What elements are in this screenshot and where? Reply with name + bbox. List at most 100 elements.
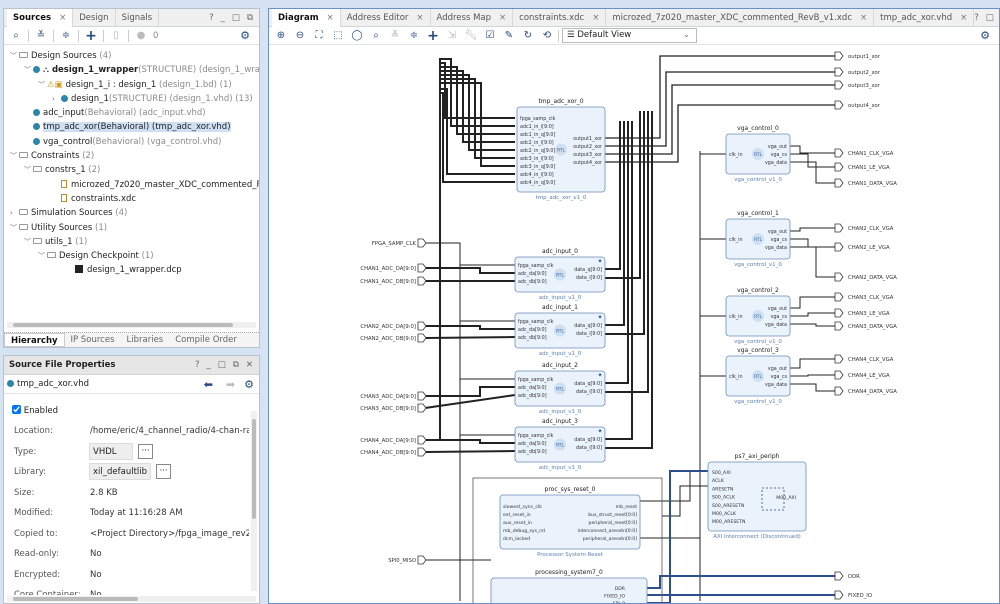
chevron-right-icon[interactable]: › xyxy=(10,209,13,218)
output-port-icon[interactable] xyxy=(834,162,844,172)
horizontal-scrollbar[interactable] xyxy=(7,596,256,602)
output-port-icon[interactable] xyxy=(834,354,844,364)
vertical-scrollbar[interactable] xyxy=(251,411,257,591)
close-icon[interactable]: × xyxy=(59,12,67,23)
regenerate-layout-icon[interactable]: ⟲ xyxy=(542,29,552,41)
input-port-icon[interactable] xyxy=(417,435,427,445)
gear-icon[interactable]: ⚙ xyxy=(980,28,990,42)
tab-hierarchy[interactable]: Hierarchy xyxy=(4,333,65,347)
horizontal-scrollbar[interactable] xyxy=(7,322,256,328)
input-port-icon[interactable] xyxy=(417,391,427,401)
forward-arrow-icon[interactable]: ➡ xyxy=(225,378,235,391)
input-port-icon[interactable] xyxy=(417,321,427,331)
output-port-icon[interactable] xyxy=(834,370,844,380)
tree-item[interactable]: ›Simulation Sources (4) xyxy=(4,206,259,220)
tree-item[interactable]: ﹀⚠▣design_1_i : design_1 (design_1.bd) (… xyxy=(4,78,259,92)
tree-item[interactable]: vga_control(Behavioral) (vga_control.vhd… xyxy=(4,135,259,149)
tree-item[interactable]: ﹀Design Sources (4) xyxy=(4,49,259,63)
processing-system-block[interactable] xyxy=(490,577,648,603)
help-icon[interactable]: ? xyxy=(209,12,214,23)
browse-button[interactable]: ··· xyxy=(138,443,153,459)
minimize-icon[interactable]: _ xyxy=(206,360,211,370)
tree-item[interactable]: ﹀Constraints (2) xyxy=(4,149,259,163)
input-port-icon[interactable] xyxy=(417,403,427,413)
output-port-icon[interactable] xyxy=(834,242,844,252)
float-icon[interactable]: ⧉ xyxy=(232,360,239,370)
tree-item[interactable]: ﹀utils_1 (1) xyxy=(4,235,259,249)
chevron-down-icon[interactable]: ﹀ xyxy=(10,223,17,232)
output-port-icon[interactable] xyxy=(834,386,844,396)
tree-item[interactable]: adc_input(Behavioral) (adc_input.vhd) xyxy=(4,106,259,120)
close-icon[interactable]: × xyxy=(860,12,868,23)
tree-item[interactable]: ﹀constrs_1 (2) xyxy=(4,163,259,177)
input-port-icon[interactable] xyxy=(417,333,427,343)
tab-design[interactable]: Design xyxy=(73,8,116,27)
output-port-icon[interactable] xyxy=(834,178,844,188)
input-port-icon[interactable] xyxy=(417,238,427,248)
pin-icon[interactable]: ✦ xyxy=(597,428,602,435)
zoom-fit-icon[interactable]: ⛶ xyxy=(315,29,323,41)
output-port-icon[interactable] xyxy=(834,571,844,581)
tab-signals[interactable]: Signals xyxy=(116,8,160,27)
tree-item[interactable]: ﹀⛬design_1_wrapper(STRUCTURE) (design_1_… xyxy=(4,63,259,77)
maximize-icon[interactable]: □ xyxy=(231,12,240,23)
gear-icon[interactable]: ⚙ xyxy=(240,28,250,42)
close-icon[interactable]: ✕ xyxy=(245,360,253,370)
output-port-icon[interactable] xyxy=(834,292,844,302)
maximize-icon[interactable]: □ xyxy=(217,360,226,370)
pin-icon[interactable]: ✦ xyxy=(597,372,602,379)
search-icon[interactable]: ⌕ xyxy=(13,29,19,41)
tree-item[interactable]: ﹀Utility Sources (1) xyxy=(4,221,259,235)
tab-diagram-5[interactable]: tmp_adc_xor.vhd× xyxy=(874,8,975,27)
refresh-icon[interactable]: ↻ xyxy=(523,29,533,41)
maximize-icon[interactable]: □ xyxy=(985,12,994,23)
view-select[interactable]: ☰ Default View ⌄ xyxy=(562,28,697,43)
tree-item[interactable]: ›design_1(STRUCTURE) (design_1.vhd) (13) xyxy=(4,92,259,106)
proc-sys-reset-block[interactable] xyxy=(499,494,641,550)
pin-icon[interactable]: ✦ xyxy=(597,314,602,321)
close-icon[interactable]: × xyxy=(499,12,507,23)
float-icon[interactable]: ⧉ xyxy=(246,12,253,23)
document-icon[interactable]: ▯ xyxy=(113,29,119,41)
chevron-down-icon[interactable]: ﹀ xyxy=(10,52,17,60)
output-port-icon[interactable] xyxy=(834,67,844,77)
gear-icon[interactable]: ⚙ xyxy=(244,378,254,391)
output-port-icon[interactable] xyxy=(834,590,844,600)
chevron-down-icon[interactable]: ﹀ xyxy=(24,66,31,75)
pin-icon[interactable]: ✦ xyxy=(597,258,602,265)
tree-item[interactable]: constraints.xdc xyxy=(4,192,259,206)
close-icon[interactable]: × xyxy=(326,12,334,23)
tree-item[interactable]: ﹀Design Checkpoint (1) xyxy=(4,249,259,263)
zoom-selection-icon[interactable]: ⬚ xyxy=(333,29,343,41)
chevron-right-icon[interactable]: › xyxy=(52,94,55,103)
input-port-icon[interactable] xyxy=(417,276,427,286)
tab-diagram-2[interactable]: Address Map× xyxy=(431,8,514,27)
output-port-icon[interactable] xyxy=(834,308,844,318)
block-diagram-canvas[interactable]: FPGA_SAMP_CLKCHAN1_ADC_DA[9:0]CHAN1_ADC_… xyxy=(269,47,999,603)
output-port-icon[interactable] xyxy=(834,148,844,158)
zoom-out-icon[interactable]: ⊖ xyxy=(295,29,305,41)
chevron-down-icon[interactable]: ﹀ xyxy=(38,80,45,89)
tree-item[interactable]: microzed_7z020_master_XDC_commented_RevB… xyxy=(4,178,259,192)
tree-item[interactable]: design_1_wrapper.dcp xyxy=(4,263,259,277)
add-ip-icon[interactable]: + xyxy=(427,27,439,44)
help-icon[interactable]: ? xyxy=(974,12,979,23)
output-port-icon[interactable] xyxy=(834,51,844,61)
close-icon[interactable]: × xyxy=(960,12,968,23)
zoom-in-icon[interactable]: ⊕ xyxy=(276,29,286,41)
chevron-down-icon[interactable]: ﹀ xyxy=(24,237,31,246)
autoconnect-icon[interactable]: ✎ xyxy=(504,29,514,41)
tab-diagram-4[interactable]: microzed_7z020_master_XDC_commented_RevB… xyxy=(606,8,875,27)
tree-item[interactable]: tmp_adc_xor(Behavioral) (tmp_adc_xor.vhd… xyxy=(4,120,259,134)
tab-diagram-3[interactable]: constraints.xdc× xyxy=(513,8,607,27)
tab-diagram-0[interactable]: Diagram× xyxy=(272,8,341,27)
chevron-down-icon[interactable]: ﹀ xyxy=(24,166,31,175)
axi-interconnect-block[interactable] xyxy=(707,461,807,532)
output-port-icon[interactable] xyxy=(834,100,844,110)
tab-libraries[interactable]: Libraries xyxy=(126,335,164,345)
input-port-icon[interactable] xyxy=(417,263,427,273)
help-icon[interactable]: ? xyxy=(195,360,200,370)
chevron-down-icon[interactable]: ﹀ xyxy=(10,152,17,161)
output-port-icon[interactable] xyxy=(834,321,844,331)
enabled-checkbox[interactable]: Enabled xyxy=(12,405,58,416)
